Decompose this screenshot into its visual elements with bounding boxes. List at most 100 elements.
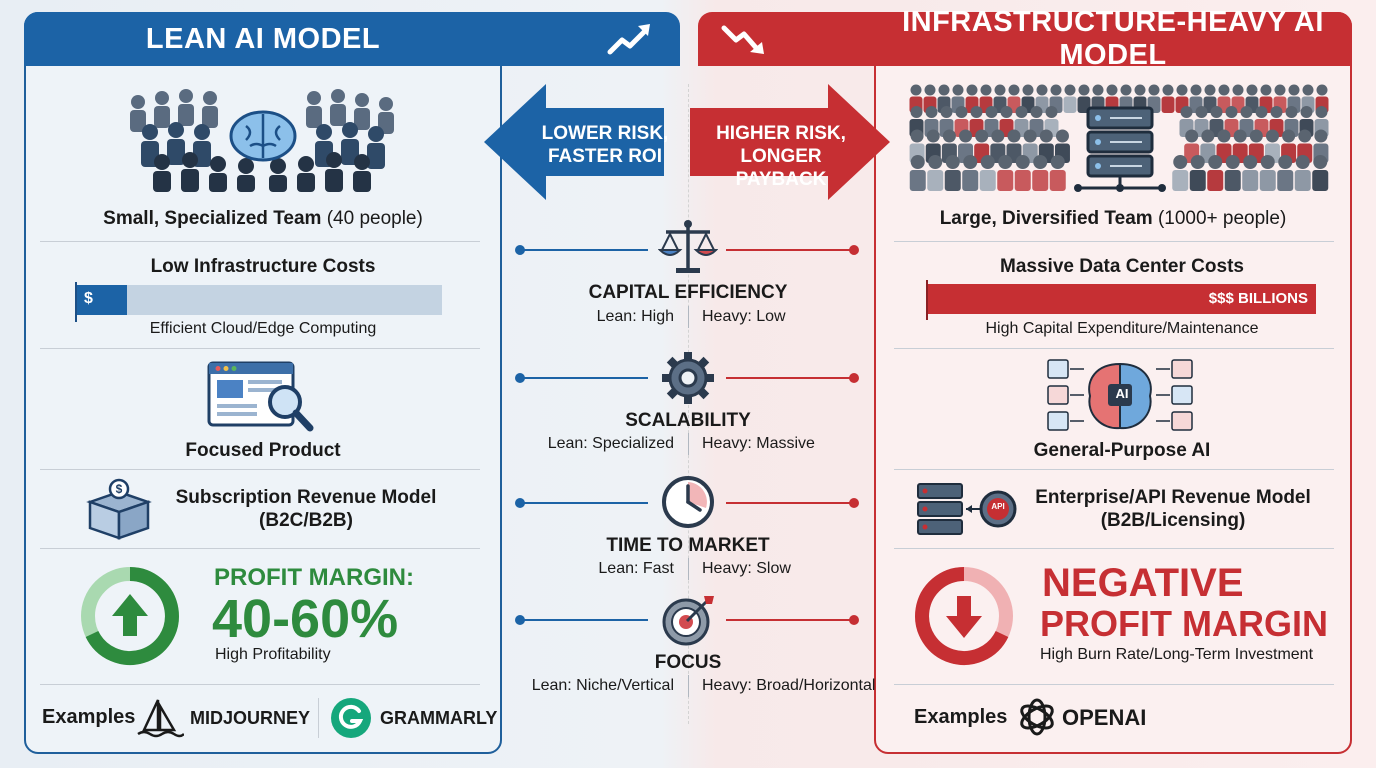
api-chip-label: API xyxy=(991,502,1005,511)
crowd-person xyxy=(1277,155,1294,191)
metric-lean-line xyxy=(520,377,648,379)
heavy-header: INFRASTRUCTURE-HEAVY AI MODEL xyxy=(698,6,1352,71)
metric-lean-scalability: Lean: Specialized xyxy=(547,435,674,452)
metric-lean-capital-efficiency: Lean: High xyxy=(596,308,674,325)
crowd-person xyxy=(1242,155,1259,191)
crowd-person xyxy=(1049,155,1066,191)
svg-text:$: $ xyxy=(116,482,123,496)
crowd-person xyxy=(997,155,1014,191)
higher-risk-arrow xyxy=(690,84,890,200)
crowd-person xyxy=(1014,155,1031,191)
metric-lean-dot xyxy=(515,498,525,508)
divider xyxy=(318,698,319,738)
lean-cost-bar-fill xyxy=(76,285,128,315)
midjourney-logo-icon xyxy=(137,699,184,738)
heavy-cost-bar-label: $$$ BILLIONS xyxy=(1208,290,1308,307)
lean-cost-bar-symbol: $ xyxy=(84,290,93,307)
metric-heavy-time-to-market: Heavy: Slow xyxy=(702,560,791,577)
product-window-icon xyxy=(207,361,314,432)
crowd-person xyxy=(1032,155,1049,191)
lean-header: LEAN AI MODEL xyxy=(24,12,680,66)
lean-product-label: Focused Product xyxy=(185,440,341,461)
heavy-product-label: General-Purpose AI xyxy=(1033,440,1211,461)
grammarly-example: GRAMMARLY xyxy=(380,708,498,728)
lower-risk-line2: FASTER ROI xyxy=(547,146,662,167)
crowd-person xyxy=(1172,155,1189,191)
midjourney-example: MIDJOURNEY xyxy=(190,708,311,728)
profit-up-gauge-icon xyxy=(81,567,179,665)
lower-risk-label: LOWER RISK, FASTER ROI xyxy=(540,122,670,168)
metric-heavy-dot xyxy=(849,498,859,508)
divider xyxy=(688,306,689,328)
grammarly-logo-icon xyxy=(331,698,371,738)
crowd-person xyxy=(979,155,996,191)
general-ai-brain-icon xyxy=(1047,359,1193,431)
lean-revenue-line2: (B2C/B2B) xyxy=(259,510,353,531)
divider xyxy=(688,558,689,580)
lean-margin-sub: High Profitability xyxy=(215,646,331,663)
metric-title-focus: FOCUS xyxy=(654,652,722,673)
crowd-person xyxy=(962,155,979,191)
metric-lean-dot xyxy=(515,373,525,383)
trend-down-icon xyxy=(721,25,764,54)
lean-team-label: Small, Specialized Team (40 people) xyxy=(26,208,500,230)
profit-down-gauge-icon xyxy=(915,567,1013,665)
heavy-margin-line2: PROFIT MARGIN xyxy=(1040,603,1328,644)
higher-risk-line1: HIGHER RISK, xyxy=(716,123,846,144)
heavy-cost-bar-axis xyxy=(926,280,928,320)
openai-example: OPENAI xyxy=(1062,705,1147,730)
metric-title-time-to-market: TIME TO MARKET xyxy=(606,535,770,556)
lower-risk-arrow xyxy=(484,84,664,200)
divider xyxy=(894,469,1334,470)
heavy-revenue-label: Enterprise/API Revenue Model (B2B/Licens… xyxy=(1028,486,1318,532)
crowd-person xyxy=(944,155,961,191)
divider xyxy=(894,684,1334,685)
large-team-illustration xyxy=(909,84,1329,191)
clock-icon xyxy=(662,476,714,528)
lean-margin-label: PROFIT MARGIN: xyxy=(214,564,414,591)
heavy-cost-bar: $$$ BILLIONS xyxy=(928,284,1316,314)
gear-icon xyxy=(662,352,714,404)
metric-heavy-scalability: Heavy: Massive xyxy=(702,435,815,452)
metric-heavy-line xyxy=(726,619,854,621)
crowd-person xyxy=(1063,84,1077,113)
lean-cost-bar-track: $ xyxy=(76,285,442,315)
ai-chip-label: AI xyxy=(1115,386,1129,401)
metric-lean-focus: Lean: Niche/Vertical xyxy=(531,677,674,694)
metric-heavy-line xyxy=(726,377,854,379)
metric-heavy-dot xyxy=(849,373,859,383)
metric-lean-dot xyxy=(515,615,525,625)
heavy-infra-sub: High Capital Expenditure/Maintenance xyxy=(985,320,1259,337)
divider xyxy=(688,675,689,697)
api-server-icon xyxy=(917,483,1017,535)
heavy-team-label: Large, Diversified Team (1000+ people) xyxy=(876,208,1350,230)
heavy-title: INFRASTRUCTURE-HEAVY AI MODEL xyxy=(902,6,1324,71)
brain-icon xyxy=(229,110,297,162)
divider xyxy=(40,469,480,470)
metric-heavy-capital-efficiency: Heavy: Low xyxy=(702,308,786,325)
lean-infra-sub: Efficient Cloud/Edge Computing xyxy=(149,320,377,337)
scale-icon xyxy=(658,220,718,273)
subscription-box-icon: $ xyxy=(86,478,152,540)
lean-title: LEAN AI MODEL xyxy=(145,22,381,55)
divider xyxy=(894,241,1334,242)
metric-heavy-dot xyxy=(849,615,859,625)
metric-lean-dot xyxy=(515,245,525,255)
heavy-infra-title: Massive Data Center Costs xyxy=(1000,256,1244,277)
heavy-examples-label: Examples xyxy=(914,706,1008,728)
divider xyxy=(40,684,480,685)
divider xyxy=(40,241,480,242)
lean-examples-label: Examples xyxy=(42,706,136,728)
lean-team-name: Small, Specialized Team xyxy=(103,208,322,229)
divider xyxy=(894,548,1334,549)
heavy-margin-sub: High Burn Rate/Long-Term Investment xyxy=(1040,646,1314,663)
lean-revenue-line1: Subscription Revenue Model xyxy=(175,487,437,508)
metric-lean-line xyxy=(520,502,648,504)
crowd-person xyxy=(1189,155,1206,191)
divider xyxy=(40,548,480,549)
lean-revenue-label: Subscription Revenue Model (B2C/B2B) xyxy=(156,486,456,532)
crowd-person xyxy=(1224,155,1241,191)
lean-cost-bar-axis xyxy=(75,282,77,322)
metric-title-capital-efficiency: CAPITAL EFFICIENCY xyxy=(588,282,788,303)
metric-lean-line xyxy=(520,619,648,621)
